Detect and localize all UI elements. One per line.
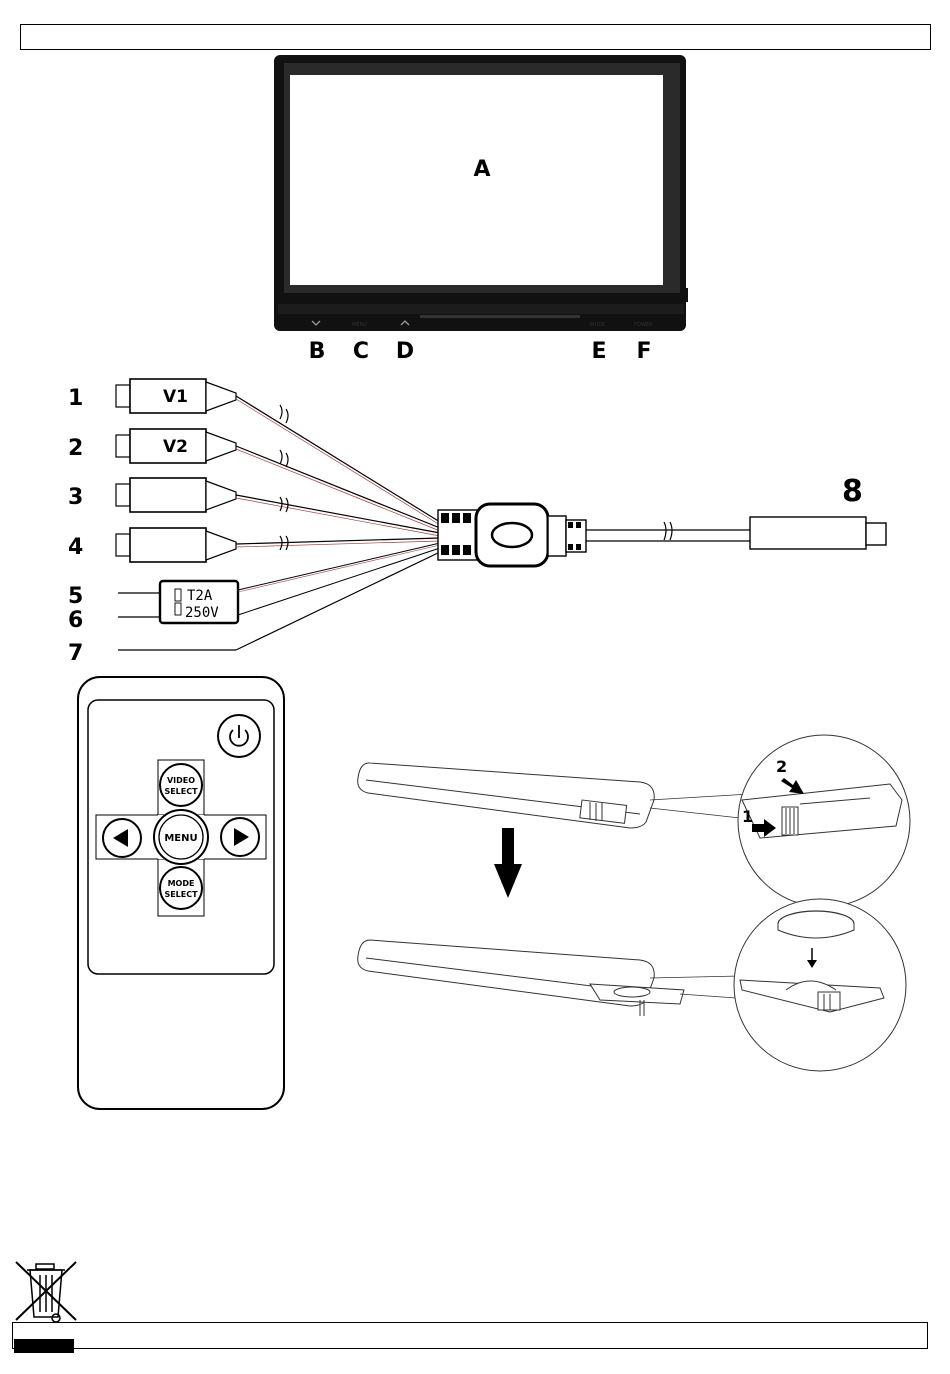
mode-select-line2: SELECT <box>164 890 198 899</box>
num-3: 3 <box>68 485 83 510</box>
num-2: 2 <box>68 436 83 461</box>
step-1-label: 1 <box>742 807 753 826</box>
num-5: 5 <box>68 584 83 609</box>
step-2-label: 2 <box>776 757 787 776</box>
fuse-voltage: 250V <box>185 605 219 621</box>
weee-bin-icon <box>14 1262 76 1353</box>
monitor-figure: MENU MODE POWER <box>274 55 688 331</box>
video-select-button[interactable] <box>160 764 202 806</box>
plug-label-v1: V1 <box>163 387 188 407</box>
video-select-line1: VIDEO <box>167 776 195 785</box>
label-b: B <box>309 339 326 364</box>
bezel-mode-text: MODE <box>590 322 605 328</box>
battery-replacement-figure <box>358 735 910 1071</box>
label-a: A <box>473 157 490 182</box>
rca-plug-4 <box>116 528 440 562</box>
label-f: F <box>636 339 651 364</box>
label-e: E <box>591 339 606 364</box>
num-1: 1 <box>68 386 83 411</box>
down-arrow-icon <box>494 828 522 898</box>
label-c: C <box>353 339 369 364</box>
left-button[interactable] <box>103 819 141 857</box>
power-plug-8 <box>750 517 886 549</box>
bezel-power-text: POWER <box>634 322 653 328</box>
mode-select-line1: MODE <box>168 879 195 888</box>
bezel-menu-text: MENU <box>352 322 367 328</box>
remote-power-button[interactable] <box>218 715 260 757</box>
num-7: 7 <box>68 641 83 666</box>
right-button[interactable] <box>221 818 259 856</box>
video-select-line2: SELECT <box>164 787 198 796</box>
mode-select-button[interactable] <box>160 867 202 909</box>
plug-label-v2: V2 <box>163 437 188 457</box>
num-8: 8 <box>842 474 863 509</box>
junction-connector <box>438 504 586 566</box>
cable-harness <box>116 379 886 650</box>
menu-label: MENU <box>164 833 197 844</box>
num-6: 6 <box>68 608 83 633</box>
num-4: 4 <box>68 535 83 560</box>
fuse-rating: T2A <box>187 588 213 604</box>
label-d: D <box>396 339 414 364</box>
